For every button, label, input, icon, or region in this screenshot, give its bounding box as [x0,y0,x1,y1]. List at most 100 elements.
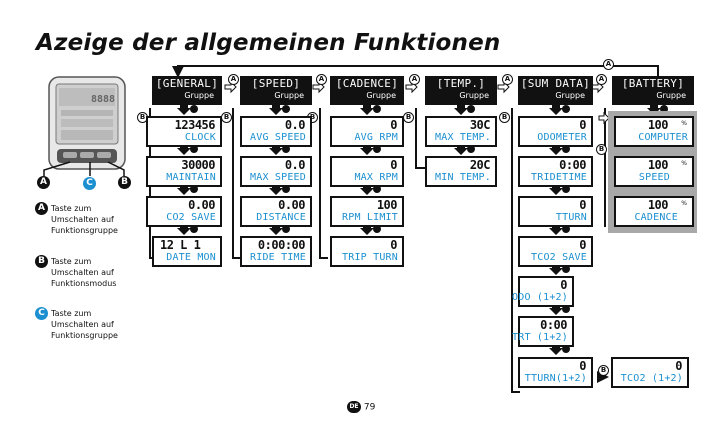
down-arrow [269,225,283,235]
battery-speed: 100%SPEED [614,156,694,187]
legend-text-a: Taste zum Umschalten auf Funktionsgruppe [51,204,118,235]
device-screen-text: 8888 [91,94,115,105]
device-button-b-marker: B [118,176,131,189]
legend-key-a: A [35,202,48,215]
battery-cadence: 100%CADENCE [614,196,694,227]
down-arrow [549,185,563,195]
down-arrow [549,265,563,275]
legend-item-a: A Taste zum Umschalten auf Funktionsgrup… [35,202,145,242]
down-arrow [269,145,283,155]
button-b-dot [562,145,570,153]
button-b-dot [190,225,198,233]
button-b-dot [467,145,475,153]
button-b-dot [562,225,570,233]
down-arrow [269,105,283,115]
legend-text-c: Taste zum Umschalten auf Funktionsgruppe [51,309,118,340]
language-badge: DE [347,401,361,413]
legend-item-b: B Taste zum Umschalten auf Funktionsmodu… [35,255,145,295]
down-arrow [269,185,283,195]
down-arrow [177,145,191,155]
down-arrow [549,345,563,355]
button-a-marker: A [596,74,607,85]
button-b-dot [282,225,290,233]
button-a-marker: A [603,59,614,70]
down-arrow [360,225,374,235]
button-b-marker: B [598,365,609,376]
down-arrow [454,105,468,115]
button-b-dot [190,145,198,153]
down-arrow [360,105,374,115]
down-arrow [360,145,374,155]
down-arrow [177,225,191,235]
down-arrow [177,105,191,115]
button-b-marker: B [596,144,607,155]
legend-text-b: Taste zum Umschalten auf Funktionsmodus [51,257,117,288]
button-b-dot [190,105,198,113]
button-b-dot [373,145,381,153]
legend-key-b: B [35,255,48,268]
group-header-general: [GENERAL]Gruppe [152,76,222,105]
group-header-speed: [SPEED]Gruppe [240,76,312,105]
page-number: 79 [363,402,376,413]
down-arrow [647,105,661,115]
button-b-dot [562,265,570,273]
button-b-dot [373,105,381,113]
button-b-marker: B [221,112,232,123]
button-b-dot [562,105,570,113]
down-arrow [177,185,191,195]
group-header-sum-data: [SUM DATA]Gruppe [518,76,593,105]
button-b-marker: B [403,112,414,123]
button-b-dot [373,185,381,193]
group-header-temp: [TEMP.]Gruppe [425,76,497,105]
page-title: Azeige der allgemeinen Funktionen [36,30,501,56]
button-a-marker: A [316,74,327,85]
device-button-c-marker: C [83,177,96,190]
button-b-dot [562,305,570,313]
button-b-dot [373,225,381,233]
button-b-dot [282,105,290,113]
group-header-cadence: [CADENCE]Gruppe [330,76,404,105]
button-a-marker: A [228,74,239,85]
group-header-battery: [BATTERY]Gruppe [612,76,694,105]
button-b-dot [282,185,290,193]
page-footer: DE 79 [347,401,375,413]
battery-computer: 100%COMPUTER [614,116,694,147]
button-a-marker: A [502,74,513,85]
button-a-marker: A [409,74,420,85]
button-b-dot [562,345,570,353]
down-arrow [549,225,563,235]
button-b-marker: B [499,112,510,123]
down-arrow [454,145,468,155]
device-button-a-marker: A [37,176,50,189]
down-arrow [549,305,563,315]
button-b-dot [190,185,198,193]
down-arrow [360,185,374,195]
bike-computer-device: 8888 [48,76,126,170]
button-b-dot [282,145,290,153]
button-b-dot [467,105,475,113]
down-arrow [549,145,563,155]
